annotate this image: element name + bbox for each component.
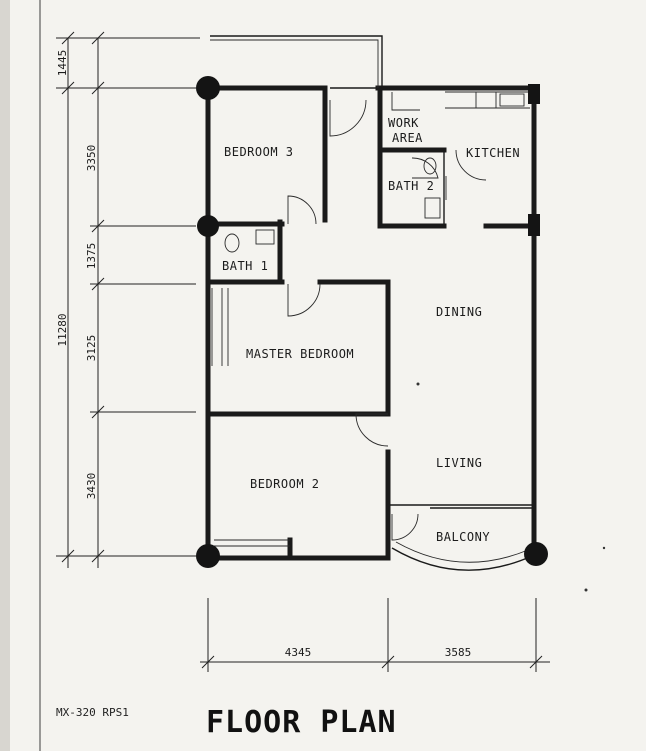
label-bedroom3: BEDROOM 3	[224, 145, 294, 159]
column-top-right	[528, 84, 540, 104]
main-door-swing	[329, 99, 367, 137]
tick-b2	[91, 81, 105, 95]
bedroom2-door-swing	[355, 413, 389, 447]
label-living: LIVING	[436, 456, 482, 470]
column-bottom-left	[196, 544, 220, 568]
corridor-outline	[210, 35, 383, 88]
label-work-area-1: WORK	[388, 116, 419, 130]
bath2-basin	[424, 197, 441, 219]
vertical-dimensions: 11280 1445 3350 1375 3125 3430	[56, 31, 200, 568]
balcony-curve-inner	[395, 541, 529, 563]
bath1-toilet	[224, 233, 240, 253]
horizontal-dimensions: 4345 3585	[200, 598, 550, 672]
entrance-corridor	[210, 35, 383, 89]
speck	[416, 382, 420, 386]
label-dining: DINING	[436, 305, 482, 319]
kitchen-door-swing	[455, 149, 487, 181]
corridor-outline-inner	[210, 39, 379, 88]
bath2-toilet	[423, 157, 437, 175]
label-bedroom2: BEDROOM 2	[250, 477, 320, 491]
dim-total: 11280	[56, 313, 69, 346]
column-top-left	[196, 76, 220, 100]
windows-wardrobes	[211, 91, 530, 547]
tick-h1	[201, 655, 215, 669]
tick-h2	[381, 655, 395, 669]
tick-a1	[61, 31, 75, 45]
page-title: FLOOR PLAN	[206, 705, 397, 740]
tick-b6	[91, 549, 105, 563]
label-work-area-2: AREA	[392, 131, 423, 145]
tick-b5	[91, 405, 105, 419]
page-edge	[0, 0, 10, 751]
structural-columns	[196, 76, 548, 568]
label-bath1: BATH 1	[222, 259, 268, 273]
fixtures	[224, 92, 441, 253]
label-bath2: BATH 2	[388, 179, 434, 193]
work-area-sink	[391, 92, 420, 111]
speck	[602, 546, 606, 550]
dim-seg-2: 3350	[85, 145, 98, 172]
kitchen-sink	[475, 91, 497, 109]
master-door-swing	[287, 283, 321, 317]
walls	[205, 85, 537, 561]
bath1-basin	[255, 229, 275, 245]
speck	[584, 588, 588, 592]
room-labels: BEDROOM 3 WORK AREA KITCHEN BATH 2 BATH …	[222, 116, 520, 544]
tick-a2	[61, 81, 75, 95]
column-mid-right	[528, 214, 540, 236]
label-kitchen: KITCHEN	[466, 146, 520, 160]
label-master-bedroom: MASTER BEDROOM	[246, 347, 354, 361]
column-mid-left	[197, 215, 219, 237]
balcony-curve	[391, 547, 533, 571]
tick-a6	[61, 549, 75, 563]
bedroom3-door-swing	[287, 195, 317, 225]
tick-b4	[91, 277, 105, 291]
dim-seg-5: 3430	[85, 473, 98, 500]
tick-h3	[529, 655, 543, 669]
dim-width-right: 3585	[445, 646, 472, 659]
column-bottom-right	[524, 542, 548, 566]
drawing-code: MX-320 RPS1	[56, 706, 129, 719]
dim-seg-1: 1445	[56, 50, 69, 77]
kitchen-stove	[499, 93, 525, 107]
label-balcony: BALCONY	[436, 530, 490, 544]
tick-b1	[91, 31, 105, 45]
dim-width-left: 4345	[285, 646, 312, 659]
tick-b3	[91, 219, 105, 233]
balcony-door-swing	[391, 513, 419, 541]
dim-seg-3: 1375	[85, 243, 98, 270]
bath2-door-swing	[411, 157, 439, 179]
doors	[287, 99, 487, 541]
dim-seg-4: 3125	[85, 335, 98, 362]
